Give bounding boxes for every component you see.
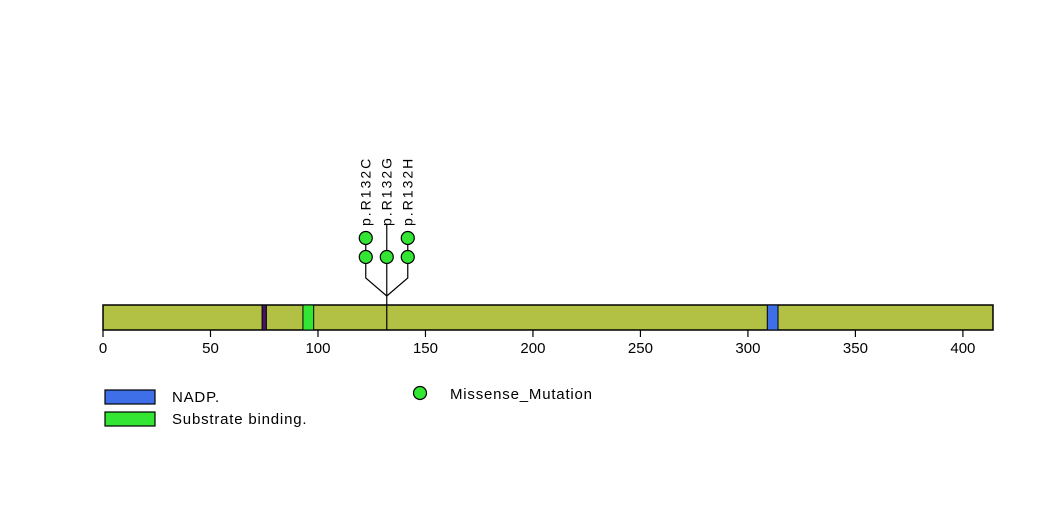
- axis-tick-label: 0: [99, 340, 107, 357]
- mutation-connector: [386, 238, 409, 297]
- legend-label: Missense_Mutation: [450, 386, 593, 403]
- mutation-circle: [358, 230, 373, 246]
- domain-feature: [261, 304, 267, 331]
- axis-tick-label: 250: [628, 340, 653, 357]
- domain-substrate-binding-: [302, 304, 315, 331]
- mutation-label: p.R132G: [378, 156, 394, 226]
- mutation-circle: [379, 249, 394, 265]
- axis-tick-label: 350: [843, 340, 868, 357]
- mutation-connector: [365, 238, 388, 297]
- legend-label: NADP.: [172, 389, 220, 406]
- protein-backbone: [102, 304, 994, 331]
- legend-mutation-swatch: [412, 385, 428, 401]
- axis-tick-label: 50: [202, 340, 219, 357]
- domain-nadp-: [766, 304, 779, 331]
- axis-tick-label: 400: [950, 340, 975, 357]
- mutation-circle: [358, 249, 373, 265]
- mutation-circle: [400, 230, 415, 246]
- mutation-circle: [400, 249, 415, 265]
- axis-tick-label: 100: [305, 340, 330, 357]
- axis-tick-label: 150: [413, 340, 438, 357]
- legend-swatch: [104, 411, 156, 427]
- legend-swatch: [104, 389, 156, 405]
- mutation-label: p.R132C: [357, 157, 373, 226]
- legend-label: Substrate binding.: [172, 411, 307, 428]
- axis-tick-label: 300: [735, 340, 760, 357]
- axis-tick-label: 200: [520, 340, 545, 357]
- mutation-label: p.R132H: [399, 157, 415, 226]
